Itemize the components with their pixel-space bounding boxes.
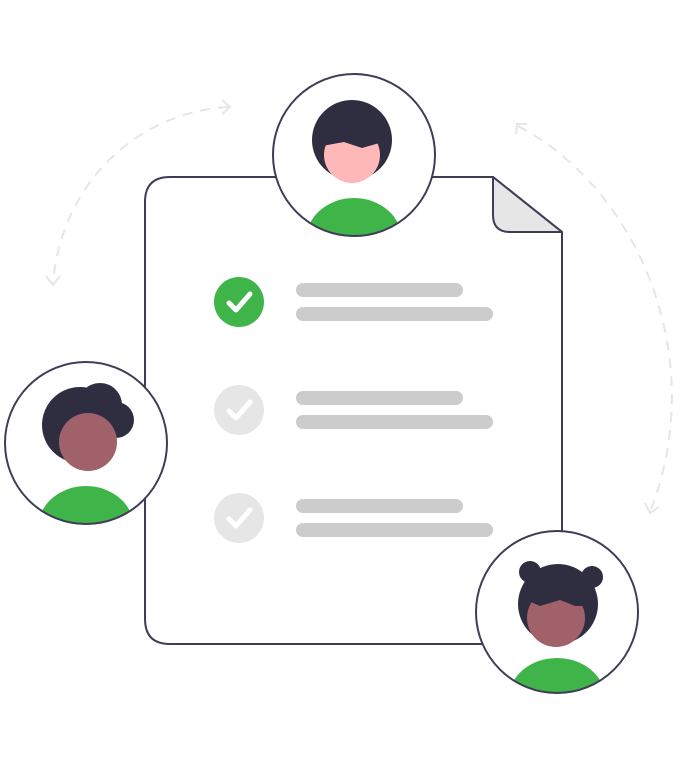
check-icon bbox=[226, 291, 253, 313]
text-placeholder-bar bbox=[296, 499, 463, 513]
checklist-item bbox=[214, 385, 493, 435]
arrowhead-icon bbox=[45, 99, 232, 287]
cycle-arrow-right bbox=[517, 125, 673, 513]
avatar-left bbox=[4, 361, 168, 525]
check-icon bbox=[226, 507, 253, 529]
page-fold bbox=[492, 176, 563, 233]
arrowhead-icon bbox=[515, 123, 660, 515]
text-placeholder-bar bbox=[296, 523, 493, 537]
checkbox-circle bbox=[214, 493, 264, 543]
text-placeholder-bar bbox=[296, 415, 493, 429]
cycle-arrow-left bbox=[52, 106, 229, 284]
checklist-item bbox=[214, 493, 493, 543]
text-placeholder-bar bbox=[296, 283, 463, 297]
text-placeholder-bar bbox=[296, 391, 463, 405]
text-placeholder-bar bbox=[296, 307, 493, 321]
checkbox-circle bbox=[214, 277, 264, 327]
checklist-item bbox=[214, 277, 493, 327]
check-icon bbox=[226, 399, 253, 421]
checkbox-circle bbox=[214, 385, 264, 435]
avatar-top bbox=[272, 73, 436, 237]
avatar-bottom-right bbox=[475, 530, 639, 694]
